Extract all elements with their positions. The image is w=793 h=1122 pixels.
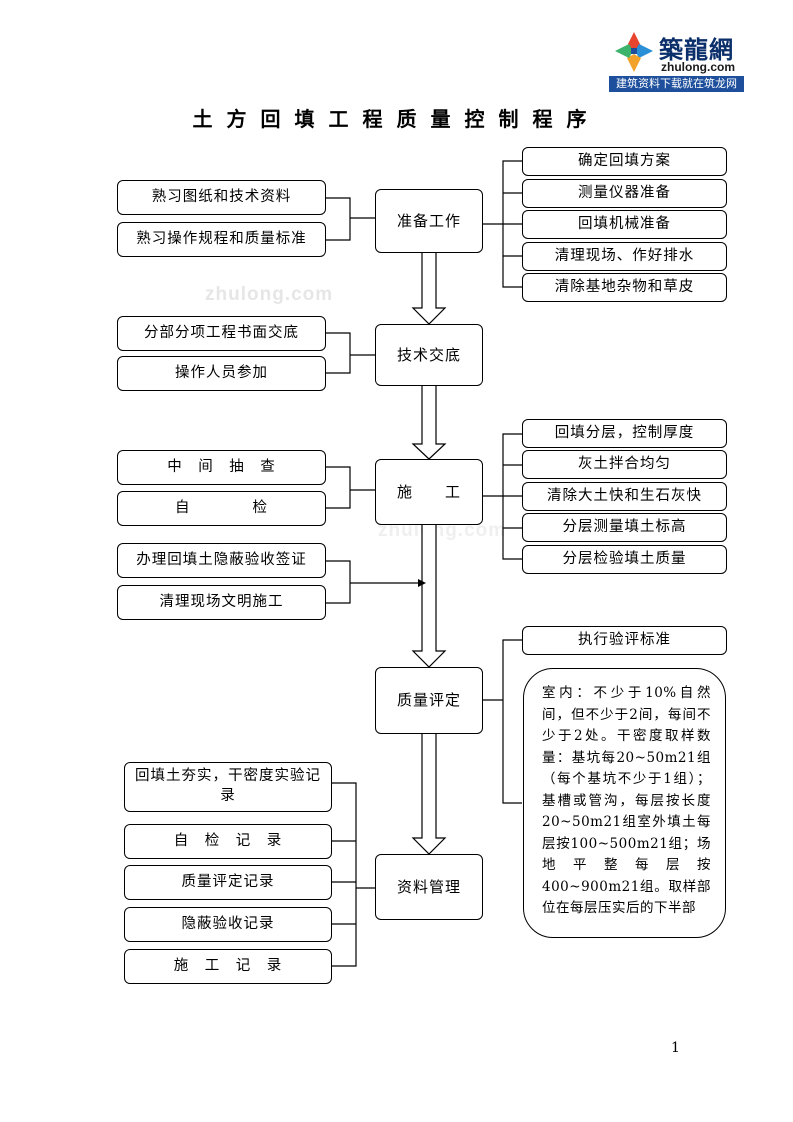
right-construction-item: 清除大土快和生石灰快	[522, 482, 727, 511]
left-construction-extra-item: 清理现场文明施工	[117, 585, 326, 620]
flow-arrow	[411, 732, 447, 855]
step-quality-assessment: 质量评定	[375, 667, 483, 734]
right-prepare-item: 测量仪器准备	[522, 179, 727, 208]
step-label: 施 工	[396, 482, 461, 501]
left-disclosure-item: 分部分项工程书面交底	[117, 316, 326, 351]
right-construction-item: 分层检验填土质量	[522, 545, 727, 574]
arrow-head	[418, 579, 426, 587]
left-prepare-item: 熟习图纸和技术资料	[117, 180, 326, 215]
right-prepare-item: 确定回填方案	[522, 147, 727, 176]
step-label: 资料管理	[396, 877, 461, 896]
page-title: 土方回填工程质量控制程序	[192, 107, 601, 131]
logo-domain: zhulong.com	[661, 60, 735, 74]
right-construction-item: 分层测量填土标高	[522, 513, 727, 542]
step-label: 质量评定	[396, 691, 461, 710]
watermark: zhulong.com	[378, 520, 507, 541]
right-prepare-item: 回填机械准备	[522, 210, 727, 239]
left-construction-item: 中 间 抽 查	[117, 450, 326, 485]
right-construction-item: 灰土拌合均匀	[522, 450, 727, 479]
flow-arrow	[411, 523, 447, 668]
right-prepare-item: 清理现场、作好排水	[522, 242, 727, 271]
step-construction: 施 工	[375, 459, 483, 525]
flow-arrow	[411, 384, 447, 460]
quality-sampling-note: 室内：不少于10%自然间，但不少于2间，每间不少于2处。干密度取样数量：基坑每2…	[523, 668, 726, 938]
left-record-item: 隐蔽验收记录	[124, 907, 332, 942]
left-record-item: 质量评定记录	[124, 865, 332, 900]
left-record-item: 施 工 记 录	[124, 949, 332, 984]
left-prepare-item: 熟习操作规程和质量标准	[117, 222, 326, 257]
logo-pinwheel-icon	[615, 32, 653, 72]
right-construction-item: 回填分层，控制厚度	[522, 419, 727, 448]
right-prepare-item: 清除基地杂物和草皮	[522, 273, 727, 302]
left-record-item: 回填土夯实，干密度实验记录	[124, 762, 332, 812]
logo-brand: 築龍網	[659, 36, 734, 64]
left-disclosure-item: 操作人员参加	[117, 356, 326, 391]
logo-slogan: 建筑资料下载就在筑龙网	[609, 76, 744, 92]
step-label: 准备工作	[396, 211, 461, 230]
zhulong-logo: 築龍網 zhulong.com 建筑资料下载就在筑龙网	[609, 26, 744, 94]
step-prepare: 准备工作	[375, 189, 483, 253]
step-label: 技术交底	[396, 345, 461, 364]
left-record-item: 自 检 记 录	[124, 824, 332, 859]
watermark: zhulong.com	[205, 284, 334, 305]
step-disclosure: 技术交底	[375, 324, 483, 386]
right-quality-item: 执行验评标准	[522, 626, 727, 655]
step-document-management: 资料管理	[375, 854, 483, 920]
left-construction-item: 自 检	[117, 491, 326, 526]
left-construction-extra-item: 办理回填土隐蔽验收签证	[117, 543, 326, 578]
page-number: 1	[671, 1040, 680, 1056]
